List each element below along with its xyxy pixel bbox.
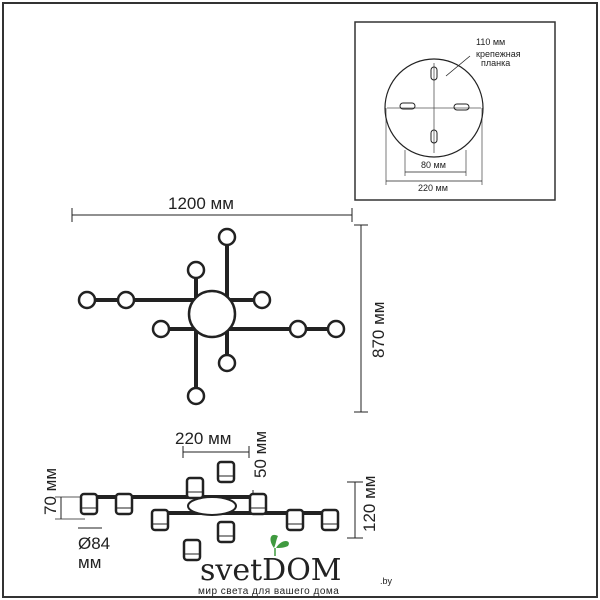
center-canopy	[187, 289, 237, 339]
shade-height-label: 70 мм	[41, 468, 60, 515]
lamp-shade	[285, 508, 305, 532]
lamp-head	[116, 290, 136, 310]
side-canopy-diameter-label: 220 мм	[175, 429, 231, 448]
leader-line	[445, 55, 471, 77]
shade-bands	[81, 475, 338, 555]
logo-suffix: .by	[380, 576, 393, 586]
canopy-height-label: 50 мм	[251, 431, 270, 478]
lamp-shade	[182, 538, 202, 562]
total-height-label: 120 мм	[360, 476, 379, 532]
plate-caption-line2: планка	[481, 58, 510, 68]
lamp-shade	[185, 476, 205, 500]
lamp-head	[186, 386, 206, 406]
slot-hole-right	[453, 103, 470, 111]
lamp-shade	[320, 508, 340, 532]
logo-word: svetDOM	[200, 553, 342, 588]
lamp-shade	[216, 460, 236, 484]
lamp-heads-top-view	[77, 227, 346, 406]
lamp-head	[252, 290, 272, 310]
lamp-head	[151, 319, 171, 339]
lamp-head	[326, 319, 346, 339]
brand-logo: svetDOM .by мир света для вашего дома	[198, 534, 393, 597]
lamp-shade	[79, 492, 99, 516]
slot-hole-top	[430, 66, 438, 81]
inset-frame	[354, 21, 556, 201]
plate-size-label: 110 мм	[476, 37, 505, 47]
logo-plant-icon	[270, 534, 289, 556]
lamp-shade	[216, 520, 236, 544]
lamp-head	[217, 227, 237, 247]
logo-tagline: мир света для вашего дома	[198, 586, 339, 597]
lamp-head	[288, 319, 308, 339]
side-view: 220 мм 50 мм 70 мм Ø84 мм 120 мм	[41, 429, 379, 572]
shade-diameter-label: Ø84	[78, 534, 110, 553]
lamp-shade	[150, 508, 170, 532]
shade-diameter-unit: мм	[78, 553, 101, 572]
lamp-head	[77, 290, 97, 310]
mount-plate-inset: 110 мм крепежная планка 80 мм 220 мм	[354, 21, 556, 201]
lamp-head	[217, 353, 237, 373]
lamp-head	[186, 260, 206, 280]
slot-hole-bottom	[430, 129, 438, 144]
side-lamp-shades	[79, 460, 340, 562]
side-canopy	[187, 496, 237, 516]
slot-hole-left	[399, 102, 416, 110]
top-view: 1200 мм 870 мм	[71, 194, 388, 413]
canopy-diameter-label: 220 мм	[418, 183, 448, 193]
canopy-outline	[384, 58, 484, 158]
width-label: 1200 мм	[168, 194, 234, 213]
lamp-shade	[248, 492, 268, 516]
plate-caption-line1: крепежная	[476, 49, 521, 59]
height-label: 870 мм	[369, 302, 388, 358]
lamp-shade	[114, 492, 134, 516]
hole-spacing-label: 80 мм	[421, 160, 446, 170]
